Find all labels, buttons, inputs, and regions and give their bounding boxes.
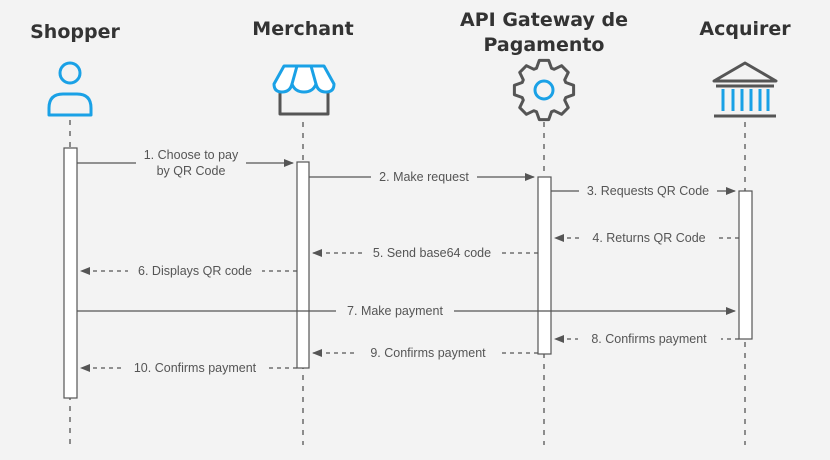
message-label-bg-7 bbox=[336, 304, 454, 319]
participant-title-shopper: Shopper bbox=[30, 21, 120, 43]
participant-title-gateway-line1: API Gateway de bbox=[460, 9, 628, 31]
message-label-bg-9 bbox=[357, 346, 500, 361]
message-label-7: 7. Make payment bbox=[347, 304, 443, 318]
message-label-bg-1 bbox=[136, 146, 246, 179]
bank-icon bbox=[712, 61, 778, 118]
user-icon bbox=[47, 61, 93, 117]
activation-acquirer bbox=[738, 190, 753, 340]
message-label-1-line1: 1. Choose to pay bbox=[144, 148, 239, 162]
message-label-9: 9. Confirms payment bbox=[370, 346, 486, 360]
store-icon bbox=[272, 64, 336, 116]
participant-title-gateway-line2: Pagamento bbox=[483, 34, 604, 56]
message-label-8: 8. Confirms payment bbox=[591, 332, 707, 346]
activation-merchant bbox=[296, 161, 310, 369]
message-label-10: 10. Confirms payment bbox=[134, 361, 257, 375]
message-label-bg-8 bbox=[578, 332, 721, 347]
message-label-bg-5 bbox=[364, 246, 501, 261]
message-label-5: 5. Send base64 code bbox=[373, 246, 491, 260]
participant-title-acquirer: Acquirer bbox=[699, 18, 791, 40]
message-label-bg-10 bbox=[121, 361, 269, 376]
message-label-1-line2: by QR Code bbox=[157, 164, 226, 178]
message-label-3: 3. Requests QR Code bbox=[587, 184, 709, 198]
message-label-bg-6 bbox=[128, 264, 262, 279]
message-label-bg-3 bbox=[579, 184, 717, 199]
activation-shopper bbox=[63, 147, 78, 399]
message-label-4: 4. Returns QR Code bbox=[592, 231, 705, 245]
gear-icon bbox=[512, 58, 576, 122]
message-label-6: 6. Displays QR code bbox=[138, 264, 252, 278]
message-label-bg-4 bbox=[582, 231, 716, 246]
activation-gateway bbox=[537, 176, 552, 355]
participant-title-merchant: Merchant bbox=[252, 18, 353, 40]
message-label-bg-2 bbox=[371, 170, 477, 185]
message-label-2: 2. Make request bbox=[379, 170, 469, 184]
